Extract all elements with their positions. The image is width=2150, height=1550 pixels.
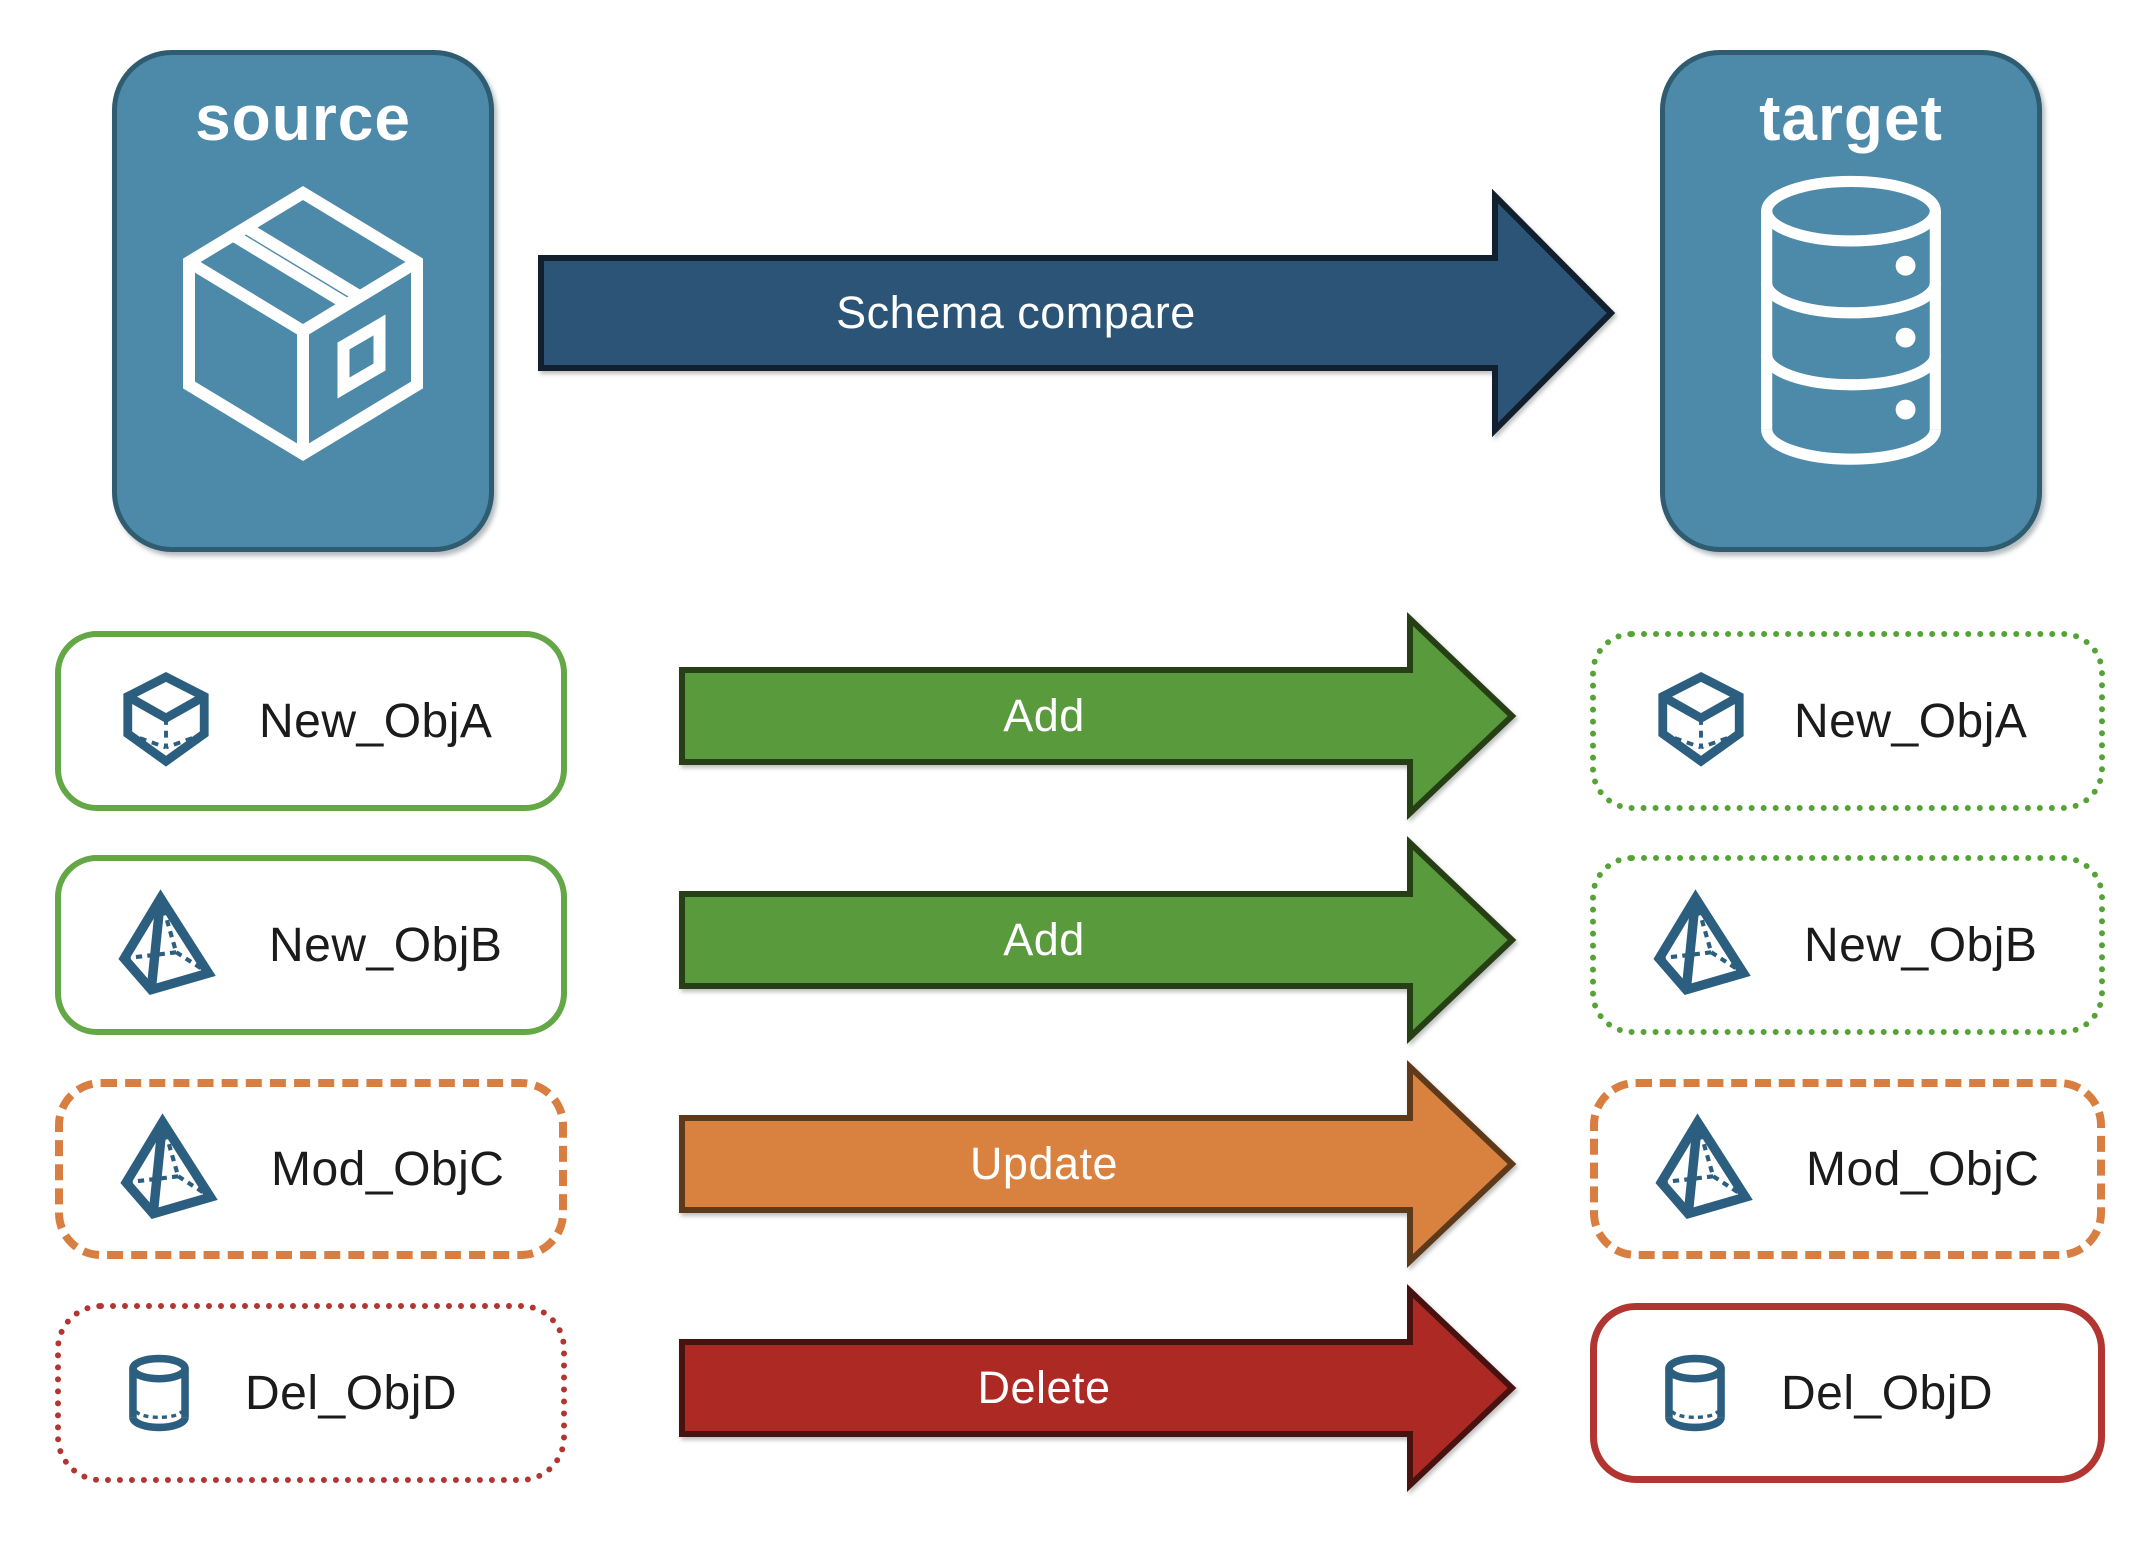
action-label: Add (1003, 914, 1085, 965)
database-icon (1761, 175, 1941, 465)
target-panel: target (1660, 50, 2042, 552)
object-name: Mod_ObjC (271, 1142, 505, 1196)
object-name: New_ObjB (1804, 918, 2038, 972)
action-label: Delete (977, 1362, 1111, 1413)
diff-row-new-objb: New_ObjB Add New_ObjB (0, 855, 2150, 1035)
source-panel-title: source (195, 82, 411, 154)
target-object-box: Del_ObjD (1590, 1303, 2105, 1483)
cylinder-icon (1653, 1344, 1737, 1442)
package-icon (183, 185, 423, 462)
pyramid-icon (119, 1117, 227, 1221)
object-name: Del_ObjD (245, 1366, 458, 1420)
diff-row-mod-objc: Mod_ObjC Update Mod_ObjC (0, 1079, 2150, 1259)
target-object-box: New_ObjA (1590, 631, 2105, 811)
action-label: Add (1003, 690, 1085, 741)
target-object-box: New_ObjB (1590, 855, 2105, 1035)
source-object-box: Del_ObjD (55, 1303, 567, 1483)
source-object-box: New_ObjB (55, 855, 567, 1035)
schema-compare-label: Schema compare (836, 287, 1196, 338)
cylinder-icon (117, 1344, 201, 1442)
source-object-box: Mod_ObjC (55, 1079, 567, 1259)
delete-arrow: Delete (678, 1283, 1518, 1493)
add-arrow: Add (678, 611, 1518, 821)
target-panel-title: target (1759, 82, 1943, 154)
cube-icon (1652, 672, 1750, 770)
object-name: Mod_ObjC (1806, 1142, 2040, 1196)
diff-row-new-obja: New_ObjA Add New_ObjA (0, 631, 2150, 811)
object-name: New_ObjA (259, 694, 493, 748)
pyramid-icon (117, 893, 225, 997)
add-arrow: Add (678, 835, 1518, 1045)
object-name: New_ObjB (269, 918, 503, 972)
cube-icon (117, 672, 215, 770)
source-panel: source (112, 50, 494, 552)
pyramid-icon (1654, 1117, 1762, 1221)
source-object-box: New_ObjA (55, 631, 567, 811)
object-name: Del_ObjD (1781, 1366, 1994, 1420)
pyramid-icon (1652, 893, 1760, 997)
diff-row-del-objd: Del_ObjD Delete Del_ObjD (0, 1303, 2150, 1483)
update-arrow: Update (678, 1059, 1518, 1269)
action-label: Update (969, 1138, 1119, 1189)
target-object-box: Mod_ObjC (1590, 1079, 2105, 1259)
schema-compare-arrow: Schema compare (537, 188, 1617, 438)
object-name: New_ObjA (1794, 694, 2028, 748)
